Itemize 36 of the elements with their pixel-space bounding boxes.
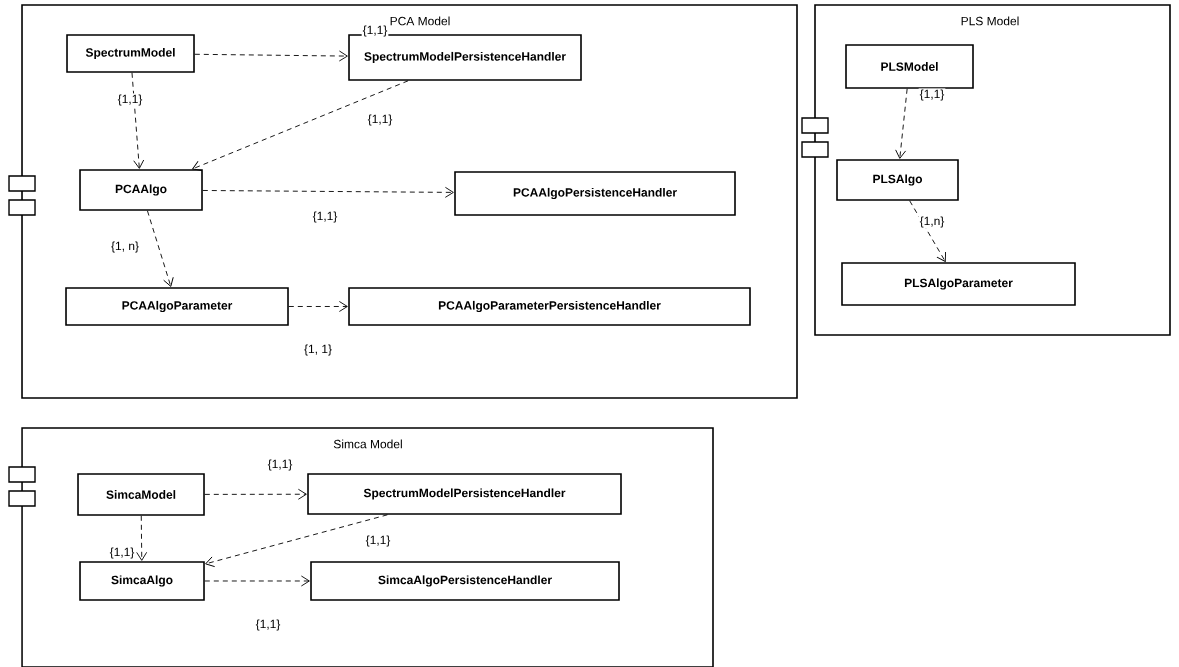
class-box: SimcaModel bbox=[77, 473, 205, 516]
dependency-arrow bbox=[205, 514, 388, 568]
multiplicity-label: {1,1} bbox=[311, 210, 339, 224]
multiplicity-label: {1,1} bbox=[364, 534, 392, 548]
multiplicity-label: {1,1} bbox=[108, 546, 136, 560]
class-box: SimcaAlgoPersistenceHandler bbox=[310, 561, 620, 601]
class-box: PLSAlgoParameter bbox=[841, 262, 1076, 306]
dependency-arrow bbox=[131, 72, 145, 169]
multiplicity-label: {1, 1} bbox=[303, 343, 334, 357]
multiplicity-label: {1,1} bbox=[116, 93, 144, 107]
class-box: PCAAlgoPersistenceHandler bbox=[454, 171, 736, 216]
class-box: PCAAlgo bbox=[79, 169, 203, 211]
dependency-arrow bbox=[895, 88, 908, 159]
multiplicity-label: {1, n} bbox=[110, 240, 141, 254]
multiplicity-label: {1,1} bbox=[361, 24, 389, 38]
class-box: SpectrumModelPersistenceHandler bbox=[307, 473, 622, 515]
class-box: PCAAlgoParameterPersistenceHandler bbox=[348, 287, 751, 326]
dependency-arrow bbox=[147, 210, 174, 287]
multiplicity-label: {1,1} bbox=[366, 113, 394, 127]
class-box: PCAAlgoParameter bbox=[65, 287, 289, 326]
class-box: SpectrumModel bbox=[66, 34, 195, 73]
class-box: PLSModel bbox=[845, 44, 974, 89]
dependency-arrow bbox=[202, 186, 454, 198]
dependency-arrow bbox=[192, 80, 409, 171]
dependency-arrow bbox=[194, 50, 348, 62]
multiplicity-label: {1,n} bbox=[918, 215, 946, 229]
multiplicity-label: {1,1} bbox=[918, 88, 946, 102]
multiplicity-label: {1,1} bbox=[254, 618, 282, 632]
dependency-arrow bbox=[909, 200, 946, 262]
multiplicity-label: {1,1} bbox=[266, 458, 294, 472]
dependency-arrow bbox=[136, 515, 148, 561]
dependency-arrow bbox=[288, 301, 348, 312]
dependency-arrow bbox=[204, 575, 310, 587]
class-box: SimcaAlgo bbox=[79, 561, 205, 601]
dependency-arrow bbox=[204, 488, 307, 500]
class-box: PLSAlgo bbox=[836, 159, 959, 201]
